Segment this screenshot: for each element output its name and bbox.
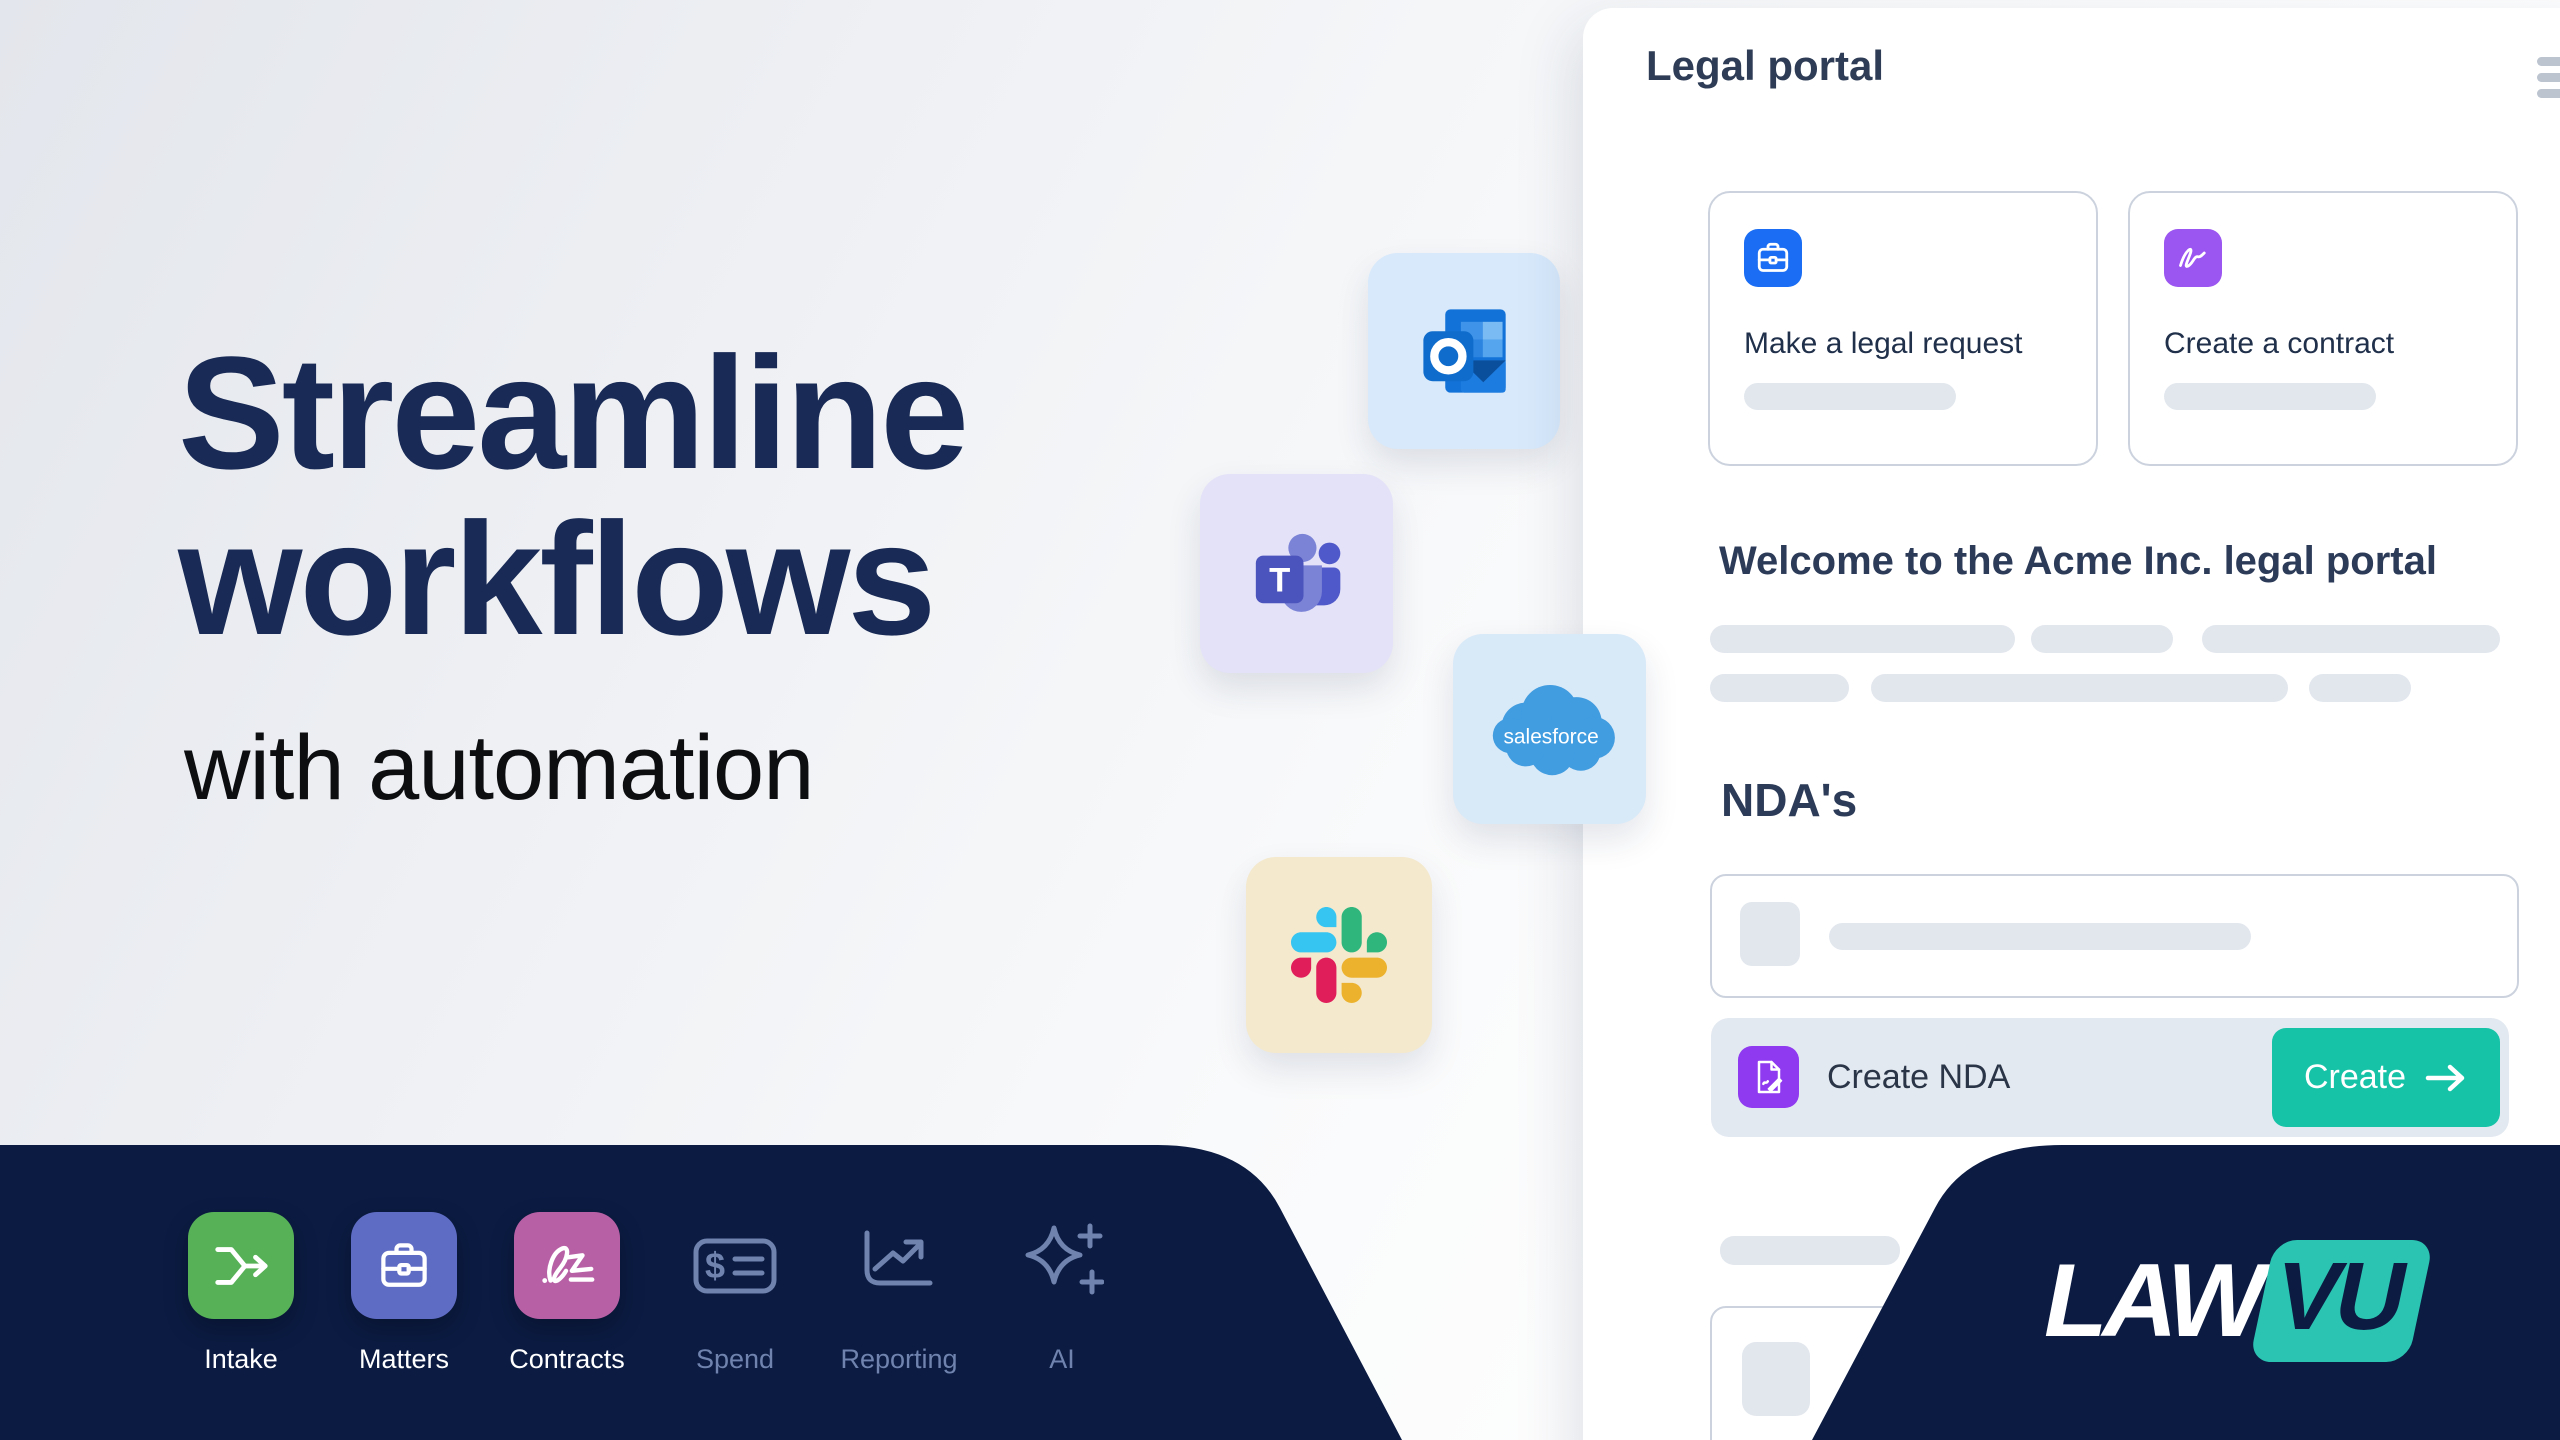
nav-tile-intake[interactable]	[188, 1212, 294, 1319]
teams-tile: T	[1200, 474, 1393, 673]
logo-law-text: LAW	[2044, 1242, 2265, 1359]
create-nda-row[interactable]: Create NDA Create	[1711, 1018, 2509, 1137]
skeleton-bar	[2031, 625, 2173, 653]
spend-icon[interactable]: $	[692, 1234, 778, 1298]
skeleton-bar	[2309, 674, 2411, 702]
create-button[interactable]: Create	[2272, 1028, 2500, 1127]
skeleton-bar	[1871, 674, 2288, 702]
lawvu-logo: LAW VU	[2044, 1240, 2435, 1362]
portal-title: Legal portal	[1646, 42, 1885, 89]
request-card-label: Make a legal request	[1744, 327, 2023, 360]
skeleton-bar	[1829, 923, 2251, 950]
svg-text:$: $	[705, 1245, 725, 1286]
nav-label-spend[interactable]: Spend	[695, 1344, 775, 1374]
arrow-right-icon	[2425, 1064, 2465, 1091]
create-button-label: Create	[2303, 1058, 2407, 1096]
reporting-icon[interactable]	[860, 1228, 938, 1294]
salesforce-wordmark: salesforce	[1503, 725, 1598, 748]
welcome-heading: Welcome to the Acme Inc. legal portal	[1719, 539, 2437, 583]
hero-subtitle: with automation	[184, 717, 814, 819]
skeleton-bar	[1744, 383, 1956, 410]
outlook-tile	[1368, 253, 1560, 449]
hero-title-line2: workflows	[178, 489, 936, 669]
hamburger-menu-icon[interactable]	[2537, 57, 2560, 105]
skeleton-bar	[2202, 625, 2500, 653]
logo-vu-badge: VU	[2249, 1240, 2435, 1362]
document-pen-icon	[1738, 1046, 1799, 1108]
nav-label-reporting[interactable]: Reporting	[840, 1344, 958, 1374]
slack-tile	[1246, 857, 1432, 1053]
skeleton-thumbnail	[1742, 1342, 1810, 1416]
hero-title-line1: Streamline	[178, 323, 969, 502]
make-legal-request-card[interactable]: Make a legal request	[1708, 191, 2098, 466]
skeleton-bar	[1720, 1236, 1900, 1265]
nav-tile-matters[interactable]	[351, 1212, 457, 1319]
skeleton-thumbnail	[1740, 902, 1800, 966]
create-nda-label: Create NDA	[1827, 1058, 2011, 1096]
skeleton-bar	[2164, 383, 2376, 410]
create-contract-card[interactable]: Create a contract	[2128, 191, 2518, 466]
nda-template-card[interactable]	[1710, 874, 2519, 998]
briefcase-icon	[1744, 229, 1802, 287]
ai-sparkle-icon[interactable]	[1024, 1220, 1104, 1302]
signature-icon	[2164, 229, 2222, 287]
slack-icon	[1291, 907, 1387, 1003]
nav-tile-contracts[interactable]	[514, 1212, 620, 1319]
signature-icon	[542, 1245, 595, 1283]
briefcase-icon	[381, 1242, 427, 1287]
skeleton-bar	[1710, 625, 2015, 653]
outlook-icon	[1423, 309, 1506, 393]
skeleton-bar	[1710, 674, 1849, 702]
intake-merge-icon	[215, 1246, 268, 1285]
teams-icon: T	[1255, 533, 1340, 612]
nav-label-matters[interactable]: Matters	[358, 1344, 450, 1374]
teams-letter: T	[1269, 561, 1290, 599]
contract-card-label: Create a contract	[2164, 327, 2395, 360]
logo-vu-text: VU	[2265, 1243, 2414, 1350]
salesforce-icon: salesforce	[1492, 685, 1615, 776]
nda-heading: NDA's	[1721, 774, 1858, 826]
nav-label-intake[interactable]: Intake	[204, 1344, 278, 1374]
nav-label-contracts[interactable]: Contracts	[509, 1344, 625, 1374]
nav-label-ai[interactable]: AI	[1049, 1344, 1075, 1374]
salesforce-tile: salesforce	[1453, 634, 1646, 824]
hero-title: Streamline workflows	[178, 323, 969, 669]
